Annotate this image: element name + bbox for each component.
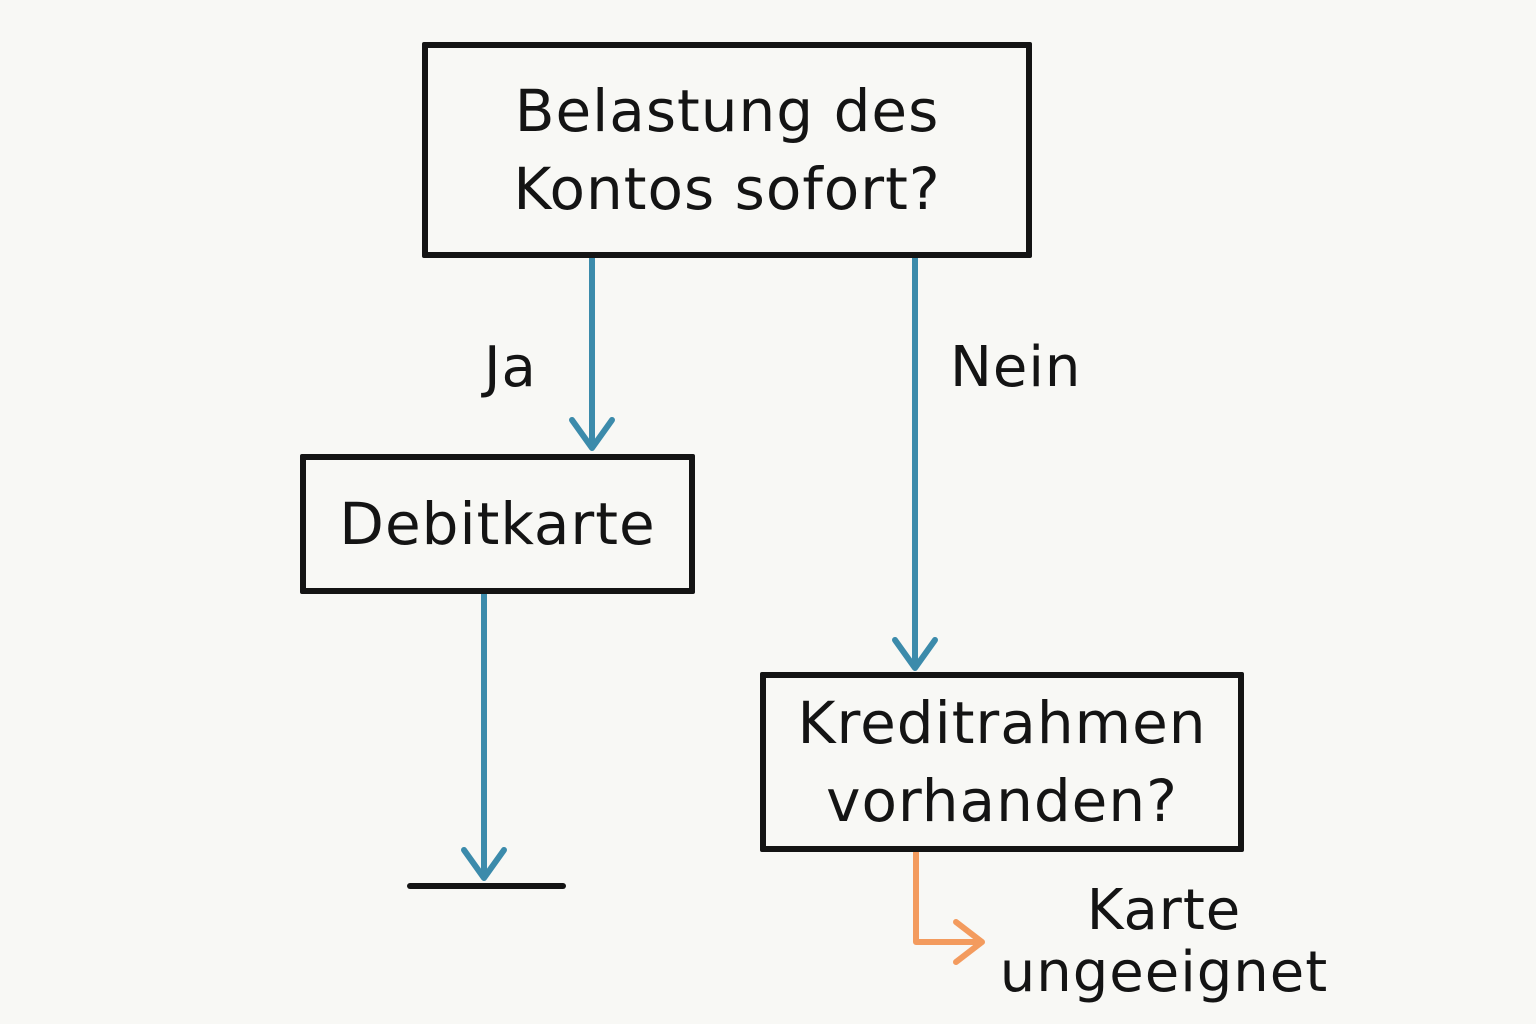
edge-debit-terminal-arrowhead (461, 847, 507, 881)
outcome-text-debit-card: Debitkarte (339, 490, 656, 558)
edge-yes-arrowhead (569, 417, 615, 451)
edge-yes (569, 255, 615, 451)
edge-credit-result-arrowhead (953, 919, 985, 965)
decision-box-immediate-debit: Belastung des Kontos sofort? (422, 42, 1032, 258)
decision-box-credit-line: Kreditrahmen vorhanden? (760, 672, 1244, 852)
edge-debit-terminal (461, 591, 507, 881)
edge-no (892, 255, 938, 671)
outcome-label-unsuitable-card: Karte ungeeignet (999, 878, 1329, 1005)
edge-credit-result-line (913, 849, 981, 945)
edge-label-yes: Ja (484, 335, 537, 400)
outcome-box-debit-card: Debitkarte (300, 454, 695, 594)
decision-text-credit-line: Kreditrahmen vorhanden? (797, 689, 1207, 835)
edge-no-arrowhead (892, 637, 938, 671)
edge-credit-result (913, 849, 985, 965)
decision-text-immediate-debit: Belastung des Kontos sofort? (513, 77, 941, 223)
edge-label-no: Nein (950, 335, 1082, 400)
